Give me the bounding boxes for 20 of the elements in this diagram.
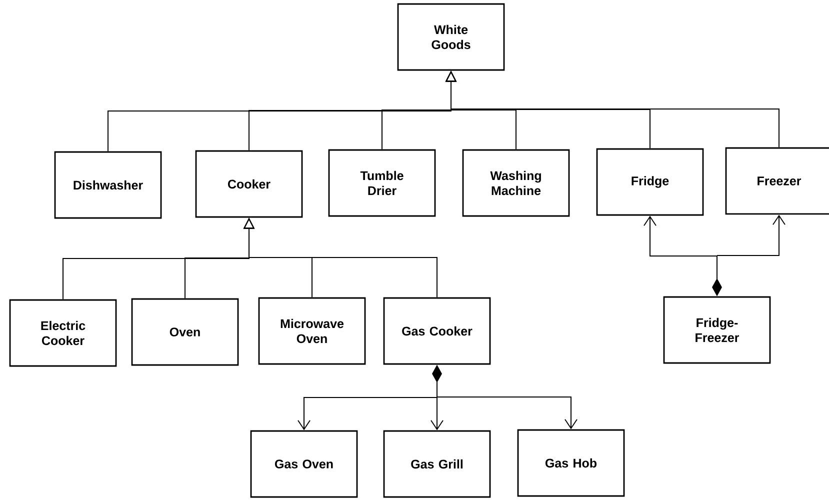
connector-arrow	[716, 214, 786, 256]
class-box: Gas Grill	[383, 430, 491, 498]
class-box: Gas Oven	[250, 430, 358, 498]
class-box: Cooker	[195, 150, 303, 218]
class-box: Washing Machine	[462, 149, 570, 217]
class-box: Microwave Oven	[258, 297, 366, 365]
class-box: Gas Hob	[517, 429, 625, 497]
class-box: White Goods	[397, 3, 505, 71]
class-box: Freezer	[725, 147, 829, 215]
class-box: Gas Cooker	[383, 297, 491, 365]
connector-arrow	[436, 396, 578, 430]
class-box: Dishwasher	[54, 151, 162, 219]
class-box: Oven	[131, 298, 239, 366]
class-box: Fridge-Freezer	[663, 296, 771, 364]
connector-arrow	[298, 397, 438, 430]
class-box: Electric Cooker	[9, 299, 117, 367]
connector-arrow	[644, 216, 718, 256]
connector-arrow	[430, 397, 444, 430]
class-box: Fridge	[596, 148, 704, 216]
class-box: Tumble Drier	[328, 149, 436, 217]
